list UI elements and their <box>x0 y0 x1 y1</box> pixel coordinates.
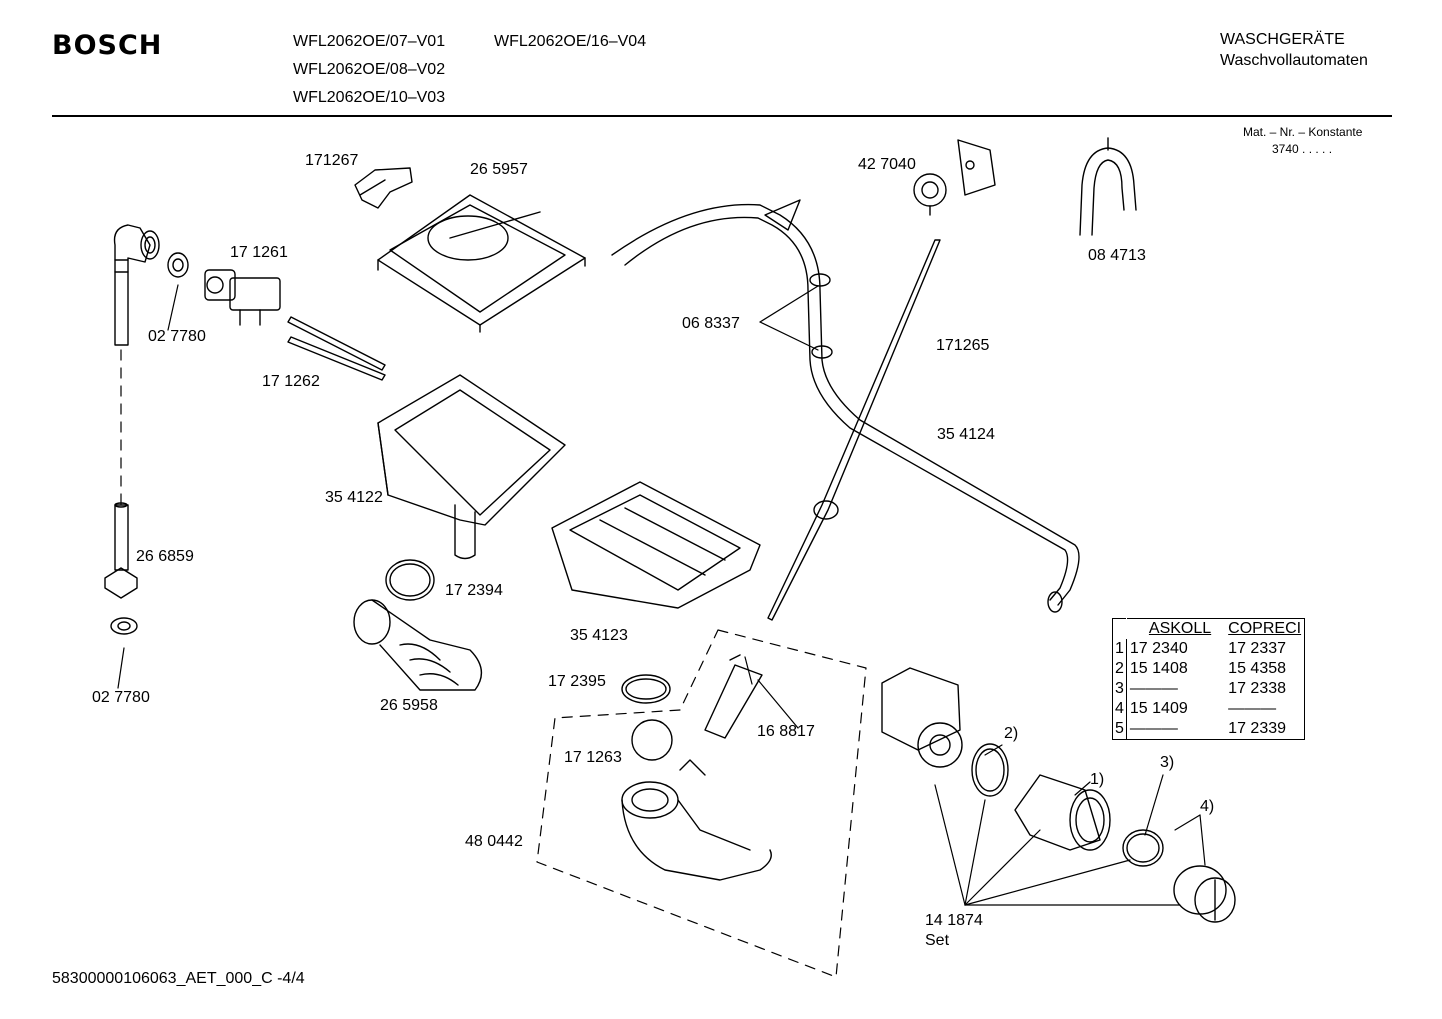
table-header-row: ASKOLL COPRECI <box>1113 619 1305 640</box>
part-label: 17 1262 <box>262 373 320 390</box>
model-number: WFL2062OE/08–V02 <box>293 61 446 78</box>
model-number: WFL2062OE/16–V04 <box>494 33 647 50</box>
part-label: 02 7780 <box>148 328 206 345</box>
table-row: 1 17 2340 17 2337 <box>1112 639 1305 659</box>
pipe-part-266859 <box>104 502 138 599</box>
ball-part-171263 <box>631 719 673 761</box>
table-header-cell <box>1113 619 1127 640</box>
dashed-guide-lines <box>120 349 867 978</box>
mat-nr-label: Mat. – Nr. – Konstante <box>1243 125 1363 139</box>
table-cell: 15 1409 <box>1129 700 1188 717</box>
reference-label: 4) <box>1200 798 1215 815</box>
table-cell: 4 <box>1112 699 1127 719</box>
inlet-valve-part-171261 <box>204 269 281 326</box>
table-cell: 2 <box>1112 659 1127 679</box>
brand-logo: BOSCH <box>52 30 163 61</box>
table-cell: 1 <box>1112 639 1127 659</box>
model-number: WFL2062OE/10–V03 <box>293 89 446 106</box>
category-title: WASCHGERÄTE <box>1220 31 1345 48</box>
tube-part-171265 <box>767 239 941 621</box>
part-label: 35 4122 <box>325 489 383 506</box>
document-id: 58300000106063_AET_000_C -4/4 <box>52 970 305 987</box>
table-cell: ——— <box>1129 720 1178 737</box>
part-label: 171267 <box>305 152 359 169</box>
drain-pump-motor-part <box>881 667 963 768</box>
table-cell: 17 2340 <box>1129 640 1188 657</box>
category-subtitle: Waschvollautomaten <box>1220 52 1368 69</box>
part-label: 06 8337 <box>682 315 740 332</box>
part-label-set: Set <box>925 932 950 949</box>
part-label: 171265 <box>936 337 990 354</box>
table-row: 5 ——— 17 2339 <box>1112 719 1305 740</box>
header-divider <box>52 115 1392 117</box>
bellows-hose-part-265958 <box>353 599 483 691</box>
reference-label: 3) <box>1160 754 1175 771</box>
hose-part-354124 <box>611 199 1080 613</box>
ring-part-172394 <box>385 559 435 601</box>
detergent-box-part-354122 <box>377 374 566 560</box>
table-cell: 17 2337 <box>1228 640 1287 657</box>
fork-hose-part-084713 <box>1079 137 1137 236</box>
part-label: 26 5957 <box>470 161 528 178</box>
clip-part-171267 <box>354 167 413 209</box>
table-cell: 17 2339 <box>1228 720 1287 737</box>
filter-part-ref4 <box>1173 865 1236 923</box>
table-row: 4 15 1409 ——— <box>1112 699 1305 719</box>
part-label: 14 1874 <box>925 912 983 929</box>
ring-part-ref2 <box>971 743 1009 797</box>
part-label: 35 4123 <box>570 627 628 644</box>
part-label: 42 7040 <box>858 156 916 173</box>
table-row: 2 15 1408 15 4358 <box>1112 659 1305 679</box>
table-header-cell: ASKOLL <box>1148 620 1212 637</box>
detergent-drawer-part-354123 <box>551 481 761 609</box>
table-header-cell: COPRECI <box>1228 620 1302 637</box>
table-cell: ——— <box>1129 680 1178 697</box>
reference-label: 1) <box>1090 771 1105 788</box>
ring-part-172395 <box>621 674 671 704</box>
part-label: 17 2394 <box>445 582 503 599</box>
part-label: 08 4713 <box>1088 247 1146 264</box>
table-cell: 17 2338 <box>1228 680 1287 697</box>
pressure-switch-part-427040 <box>913 139 996 216</box>
part-label: 48 0442 <box>465 833 523 850</box>
table-cell: ——— <box>1228 700 1277 717</box>
tray-part-265957 <box>377 194 586 333</box>
model-number: WFL2062OE/07–V01 <box>293 33 446 50</box>
table-cell: 3 <box>1112 679 1127 699</box>
part-label: 17 2395 <box>548 673 606 690</box>
table-cell: 15 4358 <box>1228 660 1287 677</box>
washer-part-027780-top <box>167 252 189 278</box>
part-label: 17 1261 <box>230 244 288 261</box>
rods-part-171262 <box>287 316 386 381</box>
table-cell: 15 1408 <box>1129 660 1188 677</box>
ring-part-ref3 <box>1122 829 1164 867</box>
pump-variant-table: ASKOLL COPRECI 1 17 2340 17 2337 2 15 14… <box>1112 618 1306 740</box>
mat-nr-value: 3740 . . . . . <box>1272 142 1333 156</box>
part-label: 35 4124 <box>937 426 995 443</box>
reference-label: 2) <box>1004 725 1019 742</box>
leader-lines <box>117 284 1206 906</box>
pump-cover-part-ref1 <box>1014 774 1111 851</box>
part-label: 16 8817 <box>757 723 815 740</box>
sensor-part-168817 <box>704 654 763 739</box>
table-cell: 5 <box>1112 719 1127 740</box>
part-label: 17 1263 <box>564 749 622 766</box>
elbow-hose-part <box>113 224 160 346</box>
table-row: 3 ——— 17 2338 <box>1112 679 1305 699</box>
part-label: 26 5958 <box>380 697 438 714</box>
part-label: 02 7780 <box>92 689 150 706</box>
washer-part-027780-bottom <box>110 617 138 635</box>
pump-housing-part-480442 <box>621 759 772 881</box>
part-label: 26 6859 <box>136 548 194 565</box>
